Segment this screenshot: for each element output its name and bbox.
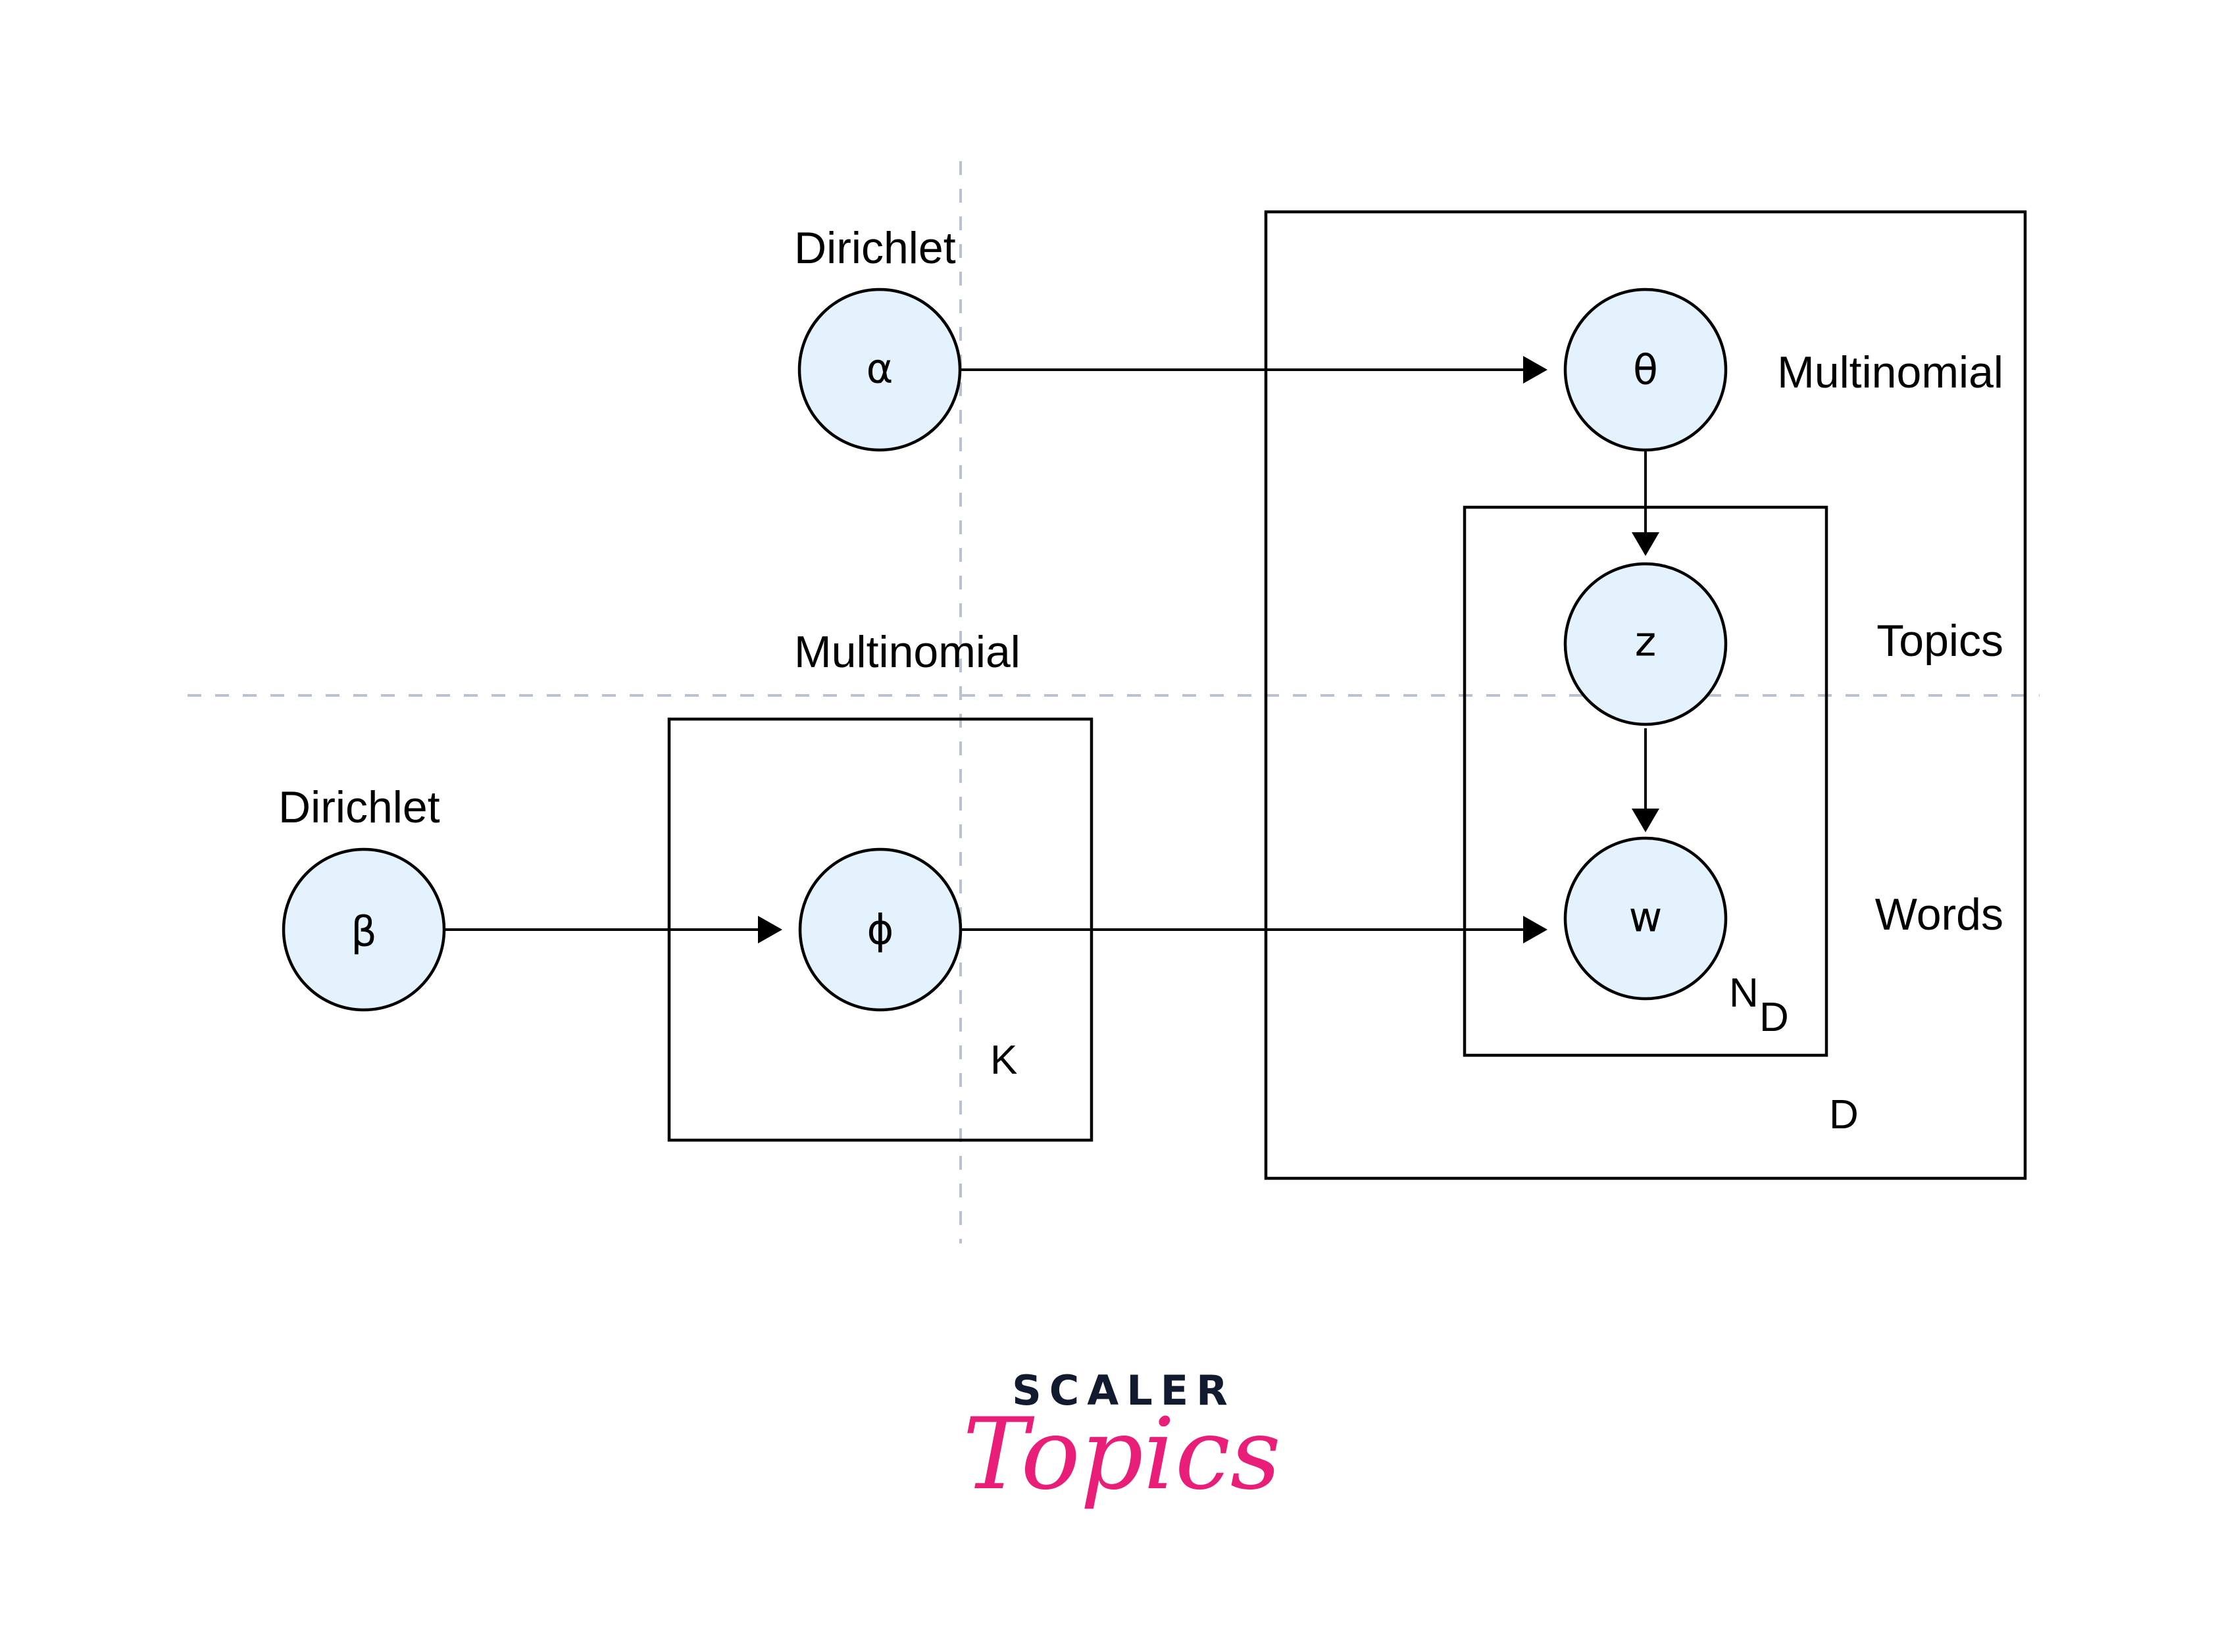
- plate-nd-label-main: N: [1729, 970, 1759, 1016]
- edge-theta-z: [1632, 450, 1659, 556]
- arrowhead-icon: [1632, 809, 1659, 832]
- edge-z-w: [1632, 728, 1659, 832]
- alpha-distribution-label: Dirichlet: [794, 223, 956, 273]
- edge-beta-phi: [444, 916, 782, 943]
- beta-distribution-label: Dirichlet: [278, 782, 440, 832]
- node-phi-symbol: ϕ: [867, 906, 894, 954]
- plate-k-label: K: [990, 1038, 1017, 1083]
- node-alpha-symbol: α: [867, 345, 893, 393]
- node-z-symbol: z: [1635, 618, 1657, 666]
- scaler-topics-logo: SCALER Topics: [963, 1366, 1281, 1512]
- arrowhead-icon: [758, 916, 782, 943]
- edge-alpha-theta: [960, 356, 1547, 384]
- plate-nd-label-sub: D: [1759, 995, 1789, 1040]
- plate-d: [1264, 210, 2027, 1180]
- z-topics-label: Topics: [1876, 616, 2003, 666]
- logo-topics-text: Topics: [963, 1397, 1281, 1512]
- node-w-symbol: w: [1629, 893, 1663, 941]
- node-beta: β: [282, 847, 446, 1012]
- arrowhead-icon: [1523, 916, 1547, 943]
- node-theta: θ: [1563, 288, 1728, 452]
- edge-phi-w: [961, 916, 1547, 943]
- node-alpha: α: [797, 288, 962, 452]
- arrowhead-icon: [1632, 532, 1659, 556]
- logo-scaler-text: SCALER: [1012, 1366, 1236, 1414]
- node-w: w: [1563, 836, 1728, 1001]
- phi-distribution-label: Multinomial: [794, 627, 1020, 677]
- w-words-label: Words: [1875, 889, 2003, 939]
- node-phi: ϕ: [798, 847, 963, 1012]
- theta-distribution-label: Multinomial: [1777, 347, 2003, 397]
- node-z: z: [1563, 562, 1728, 726]
- arrowhead-icon: [1523, 356, 1547, 384]
- node-theta-symbol: θ: [1633, 346, 1658, 394]
- node-beta-symbol: β: [351, 908, 377, 956]
- plate-d-label: D: [1829, 1092, 1859, 1138]
